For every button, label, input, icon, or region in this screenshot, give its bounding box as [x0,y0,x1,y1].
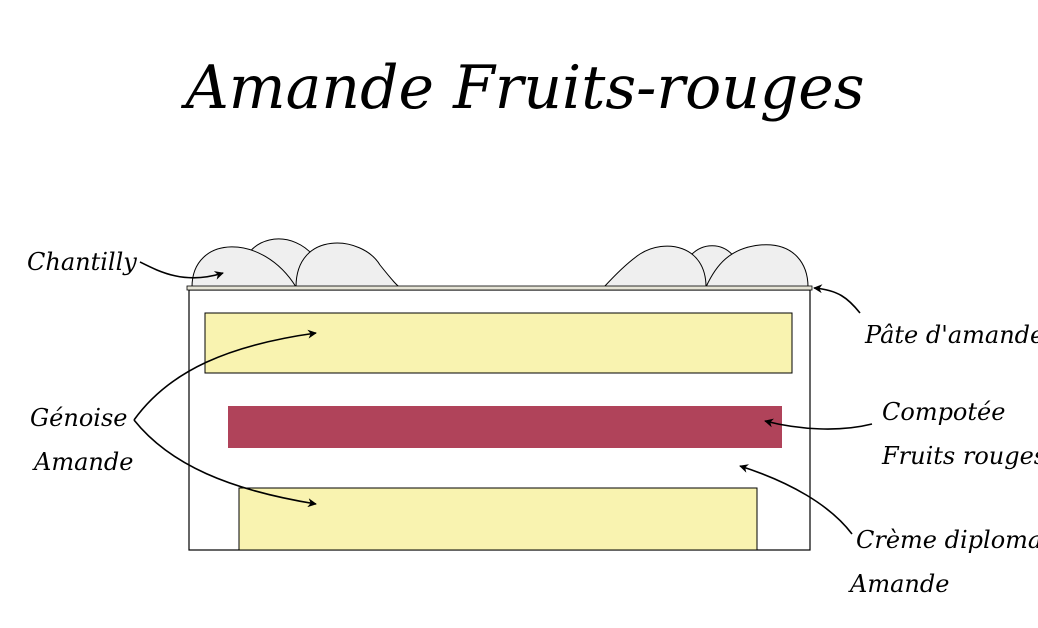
label-compotee-line1: Compotée [882,398,1005,426]
arrow-compotee [764,418,873,430]
arrow-pate-amande [813,284,861,314]
label-pate-amande: Pâte d'amande [864,321,1038,349]
chantilly-mound [705,244,809,288]
label-genoise-line2: Amande [32,448,133,476]
label-creme-line2: Amande [848,570,949,598]
arrow-chantilly [139,261,224,280]
chantilly-mound [602,245,707,288]
chantilly-mound [295,242,401,288]
label-creme-line1: Crème diplomate [856,526,1038,554]
arrow-genoise-bottom [133,419,317,508]
genoise-layer-top [204,312,793,374]
chantilly-mounds-right [602,244,809,288]
diagram-title: Amande Fruits-rouges [180,53,864,123]
compotee-layer [228,406,782,448]
pate-amande-layer [186,285,813,291]
label-compotee-line2: Fruits rouges [881,442,1038,470]
label-genoise-line1: Génoise [30,404,127,432]
genoise-layer-bottom [238,487,758,551]
arrow-genoise-top [133,329,317,421]
label-chantilly: Chantilly [27,248,137,276]
arrow-creme [739,464,853,535]
chantilly-mounds-left [191,238,401,288]
